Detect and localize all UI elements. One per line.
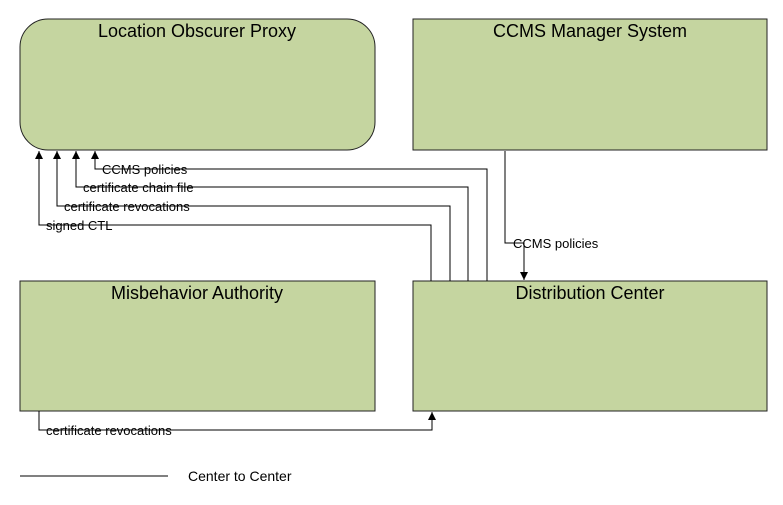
flow-label: CCMS policies bbox=[513, 236, 599, 251]
node-title: CCMS Manager System bbox=[493, 21, 687, 41]
flow-label: CCMS policies bbox=[102, 162, 188, 177]
flow-dc-to-lop-ccms-policies[interactable]: CCMS policies bbox=[91, 151, 488, 281]
node-title: Location Obscurer Proxy bbox=[98, 21, 296, 41]
node-title: Misbehavior Authority bbox=[111, 283, 283, 303]
node-misbehavior-authority[interactable]: Misbehavior Authority bbox=[19, 280, 376, 412]
flow-dc-to-lop-signed-ctl[interactable]: signed CTL bbox=[35, 151, 432, 281]
flow-label: certificate revocations bbox=[64, 199, 190, 214]
node-ccms-manager-system[interactable]: CCMS Manager System bbox=[412, 18, 768, 151]
flow-dc-to-lop-certificate-chain-file[interactable]: certificate chain file bbox=[72, 151, 469, 281]
legend-label: Center to Center bbox=[188, 468, 292, 484]
node-location-obscurer-proxy[interactable]: Location Obscurer Proxy bbox=[19, 18, 376, 151]
flow-dc-to-lop-certificate-revocations[interactable]: certificate revocations bbox=[53, 151, 451, 281]
node-distribution-center[interactable]: Distribution Center bbox=[412, 280, 768, 412]
legend: Center to Center bbox=[20, 468, 292, 484]
flow-label: certificate revocations bbox=[46, 423, 172, 438]
flow-label: certificate chain file bbox=[83, 180, 194, 195]
flow-ma-to-dc-certificate-revocations[interactable]: certificate revocations bbox=[38, 411, 436, 438]
flow-label: signed CTL bbox=[46, 218, 112, 233]
flow-ccms-to-dc-ccms-policies[interactable]: CCMS policies bbox=[504, 151, 599, 280]
node-title: Distribution Center bbox=[515, 283, 664, 303]
